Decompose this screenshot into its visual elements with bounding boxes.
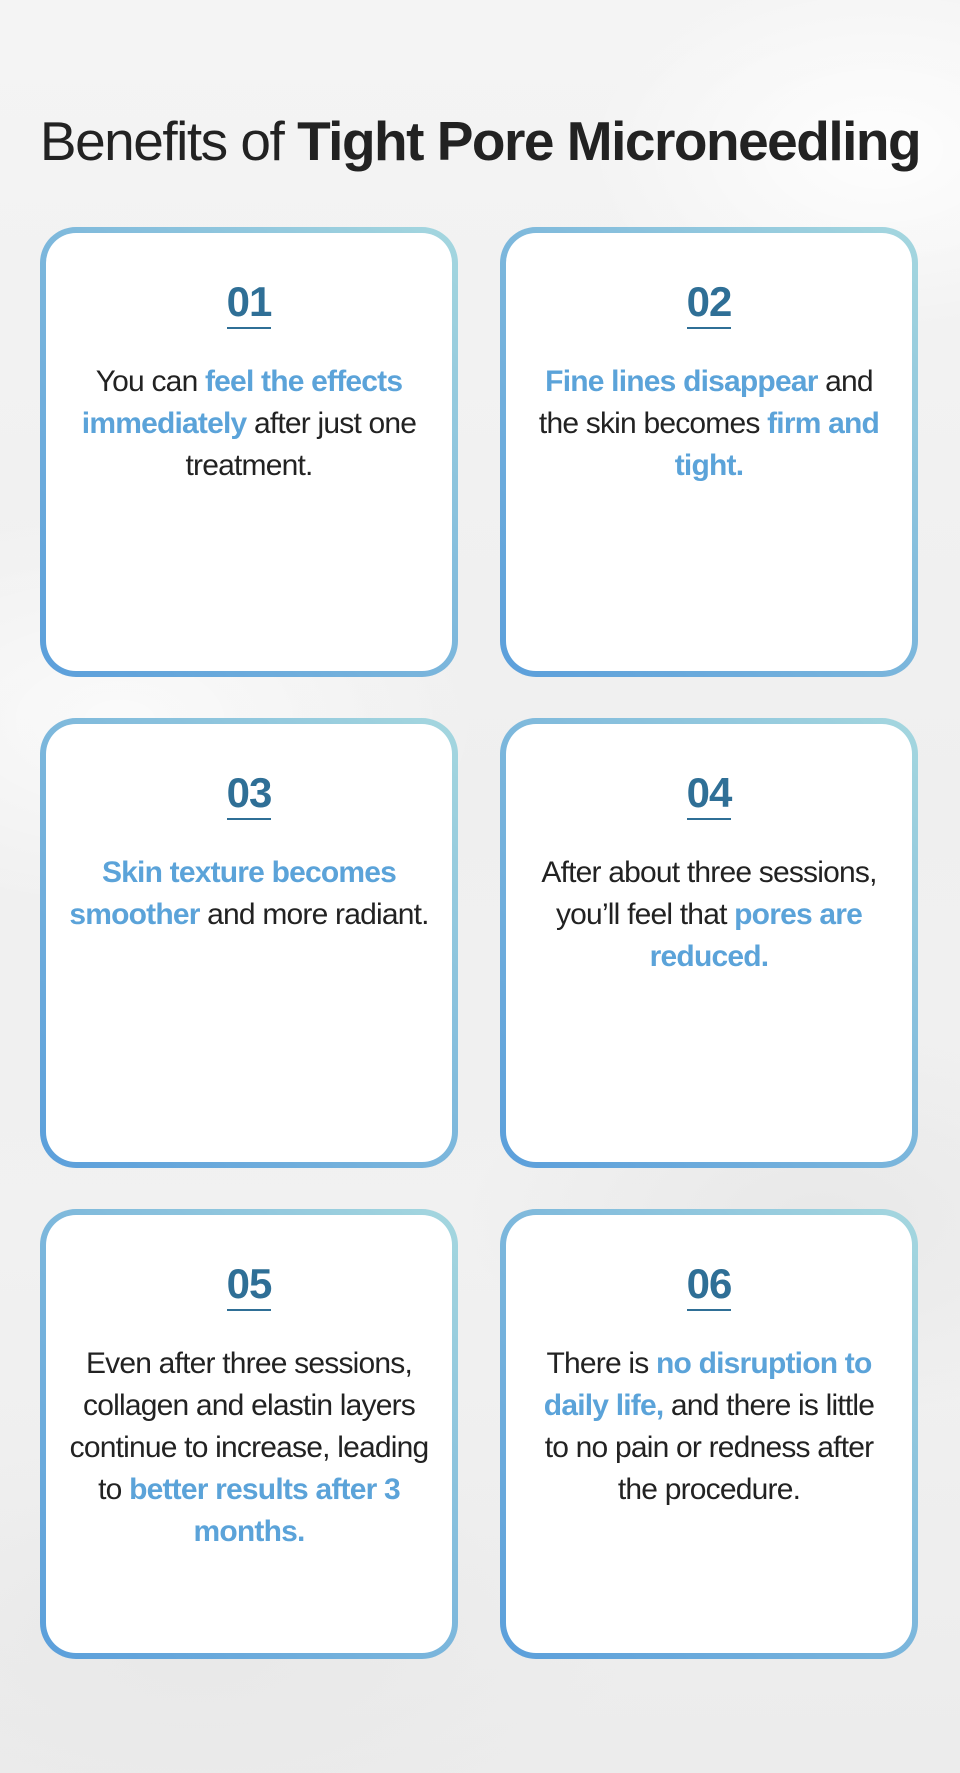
benefit-text-segment: There is (546, 1347, 657, 1380)
benefit-text-segment: and the skin becomes (538, 365, 874, 440)
benefit-text: There is no disruption to daily life, an… (529, 1343, 889, 1511)
benefit-highlight: pores are reduced. (649, 898, 863, 973)
benefit-card-04: 04 After about three sessions, you’ll fe… (500, 718, 918, 1168)
page-title: Benefits of Tight Pore Microneedling (0, 105, 960, 177)
benefit-text-segment: You can (95, 365, 205, 398)
benefit-text-segment: After about three sessions, you’ll feel … (541, 856, 877, 931)
benefit-text: You can feel the effects immediately aft… (69, 361, 429, 487)
benefit-text-segment: and there is little to no pain or rednes… (544, 1389, 875, 1506)
benefit-number: 05 (226, 1259, 272, 1311)
benefit-card-06: 06 There is no disruption to daily life,… (500, 1209, 918, 1659)
benefit-text: Even after three sessions, collagen and … (69, 1343, 430, 1553)
page-title-light: Benefits of (39, 110, 298, 172)
benefit-card-03: 03 Skin texture becomes smoother and mor… (40, 718, 458, 1168)
benefit-highlight: Fine lines disappear (545, 365, 818, 398)
benefit-text-segment: Even after three sessions, collagen and … (69, 1347, 430, 1506)
benefit-highlight: better results after 3 months. (129, 1473, 401, 1548)
benefit-number: 02 (686, 277, 732, 329)
benefit-number: 01 (226, 277, 272, 329)
benefit-number: 03 (226, 768, 272, 820)
benefit-number: 04 (686, 768, 732, 820)
benefit-highlight: feel the effects immediately (81, 365, 403, 440)
benefit-text: Skin texture becomes smoother and more r… (69, 852, 429, 936)
benefit-highlight: no disruption to daily life, (543, 1347, 873, 1422)
benefit-card-05: 05 Even after three sessions, collagen a… (40, 1209, 458, 1659)
page-title-bold: Tight Pore Microneedling (297, 110, 922, 172)
benefit-text-segment: after just one treatment. (185, 407, 417, 482)
benefit-highlight: firm and tight. (674, 407, 880, 482)
benefit-text: Fine lines disappear and the skin become… (529, 361, 889, 487)
benefit-text-segment: and more radiant. (199, 898, 429, 931)
benefit-number: 06 (686, 1259, 732, 1311)
benefit-text: After about three sessions, you’ll feel … (529, 852, 889, 978)
benefit-card-01: 01 You can feel the effects immediately … (40, 227, 458, 677)
benefit-highlight: Skin texture becomes smoother (69, 856, 397, 931)
benefit-card-02: 02 Fine lines disappear and the skin bec… (500, 227, 918, 677)
